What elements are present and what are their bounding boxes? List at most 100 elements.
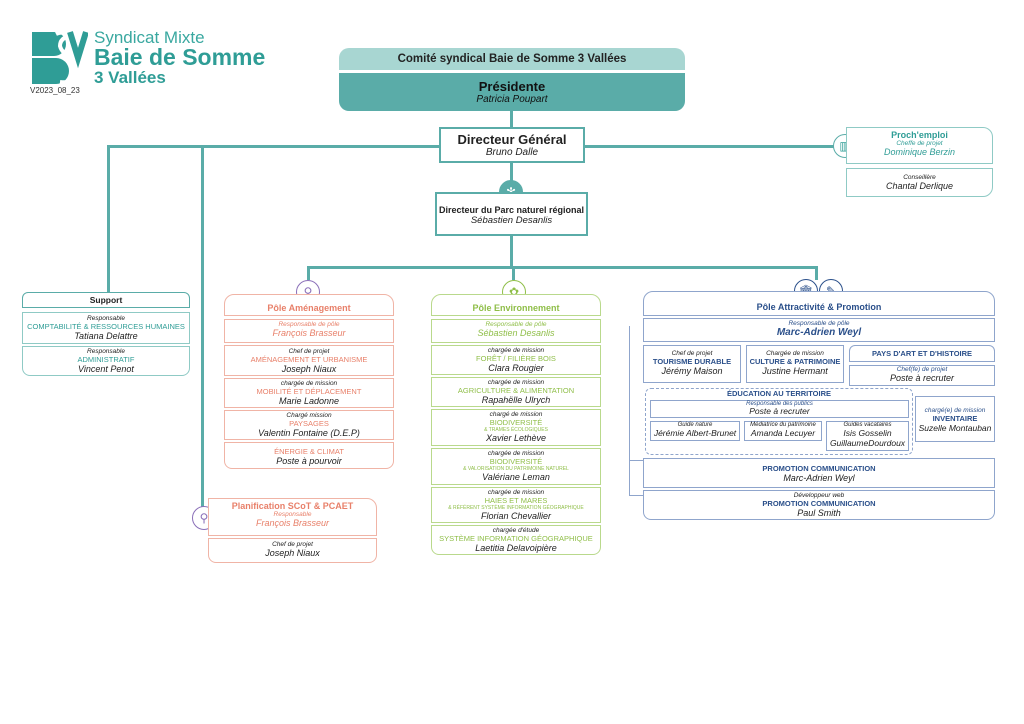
connector [107, 145, 439, 148]
support-role: Responsable [87, 348, 125, 355]
support-role: Responsable [87, 315, 125, 322]
education-role: Responsable des publics [746, 401, 813, 407]
prochemploi-box: Proch'emploi Cheffe de projet Dominique … [846, 127, 993, 164]
prochemploi-role: Cheffe de projet [896, 140, 943, 147]
item-role: Chargé mission [286, 412, 332, 419]
item-name: Xavier Lethève [485, 433, 547, 443]
item-dept: BIODIVERSITÉ [489, 418, 543, 427]
attractivite-head-name: Marc-Adrien Weyl [776, 327, 862, 338]
promo2-box: Développeur web PROMOTION COMMUNICATION … [643, 490, 995, 520]
connector [307, 266, 310, 280]
scot-title: Planification SCoT & PCAET [231, 501, 354, 511]
connector [510, 111, 513, 127]
connector [629, 495, 643, 496]
item-name: Poste à pourvoir [276, 456, 342, 466]
connector [307, 266, 817, 269]
logo-line2: Baie de Somme [94, 44, 266, 70]
director-name: Bruno Dalle [485, 147, 539, 158]
support-name: Vincent Penot [78, 364, 134, 374]
vac-role: Guides vacataires [843, 422, 892, 428]
amenagement-head-box: Responsable de pôle François Brasseur [224, 319, 394, 343]
connector [201, 145, 204, 517]
pnr-name: Sébastien Desanlis [470, 215, 553, 226]
item-dept: CULTURE & PATRIMOINE [749, 357, 841, 366]
connector [629, 460, 643, 461]
item-dept: PAYSAGES [289, 419, 329, 428]
scot-name: François Brasseur [255, 518, 330, 528]
attractivite-head-role: Responsable de pôle [788, 320, 850, 327]
amenagement-head-role: Responsable de pôle [278, 321, 340, 328]
item-name: Marie Ladonne [278, 396, 340, 406]
item-role: Chef de projet [671, 350, 713, 357]
support-accounting-box: Responsable COMPTABILITÉ & RESSOURCES HU… [22, 312, 190, 344]
item-role: chargée de mission [487, 450, 545, 457]
env-foret-box: chargée de mission FORÊT / FILIÈRE BOIS … [431, 345, 601, 375]
amenagement-mobilite-box: chargée de mission MOBILITÉ ET DÉPLACEME… [224, 378, 394, 408]
item-role: chargée de mission [487, 347, 545, 354]
pnr-director-box: Directeur du Parc naturel régional Sébas… [435, 192, 588, 236]
advisor-name: Chantal Derlique [885, 181, 954, 191]
president-box: Présidente Patricia Poupart [339, 73, 685, 111]
amenagement-paysages-box: Chargé mission PAYSAGES Valentin Fontain… [224, 410, 394, 440]
mediatrice-box: Médiatrice du patrimoine Amanda Lecuyer [744, 421, 822, 441]
promo2-dept: PROMOTION COMMUNICATION [762, 499, 876, 508]
inventaire-role: chargé(e) de mission [924, 407, 986, 414]
item-dept: SYSTÈME INFORMATION GÉOGRAPHIQUE [439, 534, 593, 543]
item-name: Valentin Fontaine (D.E.P) [258, 428, 360, 438]
guide-role: Guide nature [677, 422, 713, 428]
education-name: Poste à recruter [749, 406, 810, 416]
connector [107, 145, 110, 293]
item-dept: FORÊT / FILIÈRE BOIS [476, 354, 556, 363]
item-dept: HAIES ET MARES [484, 496, 548, 505]
education-title: ÉDUCATION AU TERRITOIRE [726, 389, 832, 398]
connector [510, 236, 513, 268]
item-role: Chef de projet [288, 348, 330, 355]
environnement-head-role: Responsable de pôle [485, 321, 547, 328]
item-dept: AMÉNAGEMENT ET URBANISME [250, 355, 368, 364]
item-sub: & VALORISATION DU PATRIMOINE NATUREL [463, 466, 569, 472]
item-name: Laetitia Delavoipière [475, 543, 557, 553]
scot-name2: Joseph Niaux [265, 548, 320, 558]
pah-box: Chef(fe) de projet Poste à recruter [849, 365, 995, 386]
connector [585, 145, 835, 148]
attractivite-header: Pôle Attractivité & Promotion [643, 291, 995, 316]
inventaire-name: Suzelle Montauban [918, 423, 992, 433]
pnr-title: Directeur du Parc naturel régional [438, 205, 585, 215]
support-dept: COMPTABILITÉ & RESSOURCES HUMAINES [27, 322, 185, 331]
president-name: Patricia Poupart [476, 94, 548, 105]
environnement-head-box: Responsable de pôle Sébastien Desanlis [431, 319, 601, 343]
item-dept: BIODIVERSITÉ [489, 457, 543, 466]
attractivite-head-box: Responsable de pôle Marc-Adrien Weyl [643, 318, 995, 342]
pah-name: Poste à recruter [889, 373, 955, 383]
vac-name1: Isis Gosselin [843, 428, 892, 438]
env-biodiversite2-box: chargée de mission BIODIVERSITÉ & VALORI… [431, 448, 601, 485]
item-sub: & TRAMES ÉCOLOGIQUES [484, 427, 548, 433]
scot-box: Planification SCoT & PCAET Responsable F… [208, 498, 377, 536]
culture-box: Chargée de mission CULTURE & PATRIMOINE … [746, 345, 844, 383]
item-role: chargée de mission [487, 489, 545, 496]
logo-line1: Syndicat Mixte [94, 28, 205, 47]
inventaire-dept: INVENTAIRE [932, 414, 978, 423]
amenagement-urbanisme-box: Chef de projet AMÉNAGEMENT ET URBANISME … [224, 345, 394, 376]
connector [510, 163, 513, 192]
promo1-dept: PROMOTION COMMUNICATION [762, 464, 876, 473]
environnement-head-name: Sébastien Desanlis [477, 328, 555, 338]
item-role: chargée de mission [487, 379, 545, 386]
item-dept: MOBILITÉ ET DÉPLACEMENT [256, 387, 362, 396]
item-role: chargée de mission [280, 380, 338, 387]
bsv-logo-icon [32, 30, 88, 85]
education-group [645, 388, 913, 455]
med-name: Amanda Lecuyer [750, 428, 816, 438]
connector [629, 326, 630, 496]
guide-box: Guide nature Jérémie Albert-Brunet [650, 421, 740, 441]
environnement-header: Pôle Environnement [431, 294, 601, 316]
item-role: chargé de mission [489, 411, 543, 418]
amenagement-head-name: François Brasseur [272, 328, 346, 338]
item-role: chargée d'étude [492, 527, 540, 534]
president-title: Présidente [478, 79, 546, 94]
scot-role2: Chef de projet [272, 541, 313, 548]
guide-name: Jérémie Albert-Brunet [653, 428, 737, 438]
director-title: Directeur Général [457, 132, 567, 147]
item-name: Florian Chevallier [480, 511, 552, 521]
scot-chef-box: Chef de projet Joseph Niaux [208, 538, 377, 563]
